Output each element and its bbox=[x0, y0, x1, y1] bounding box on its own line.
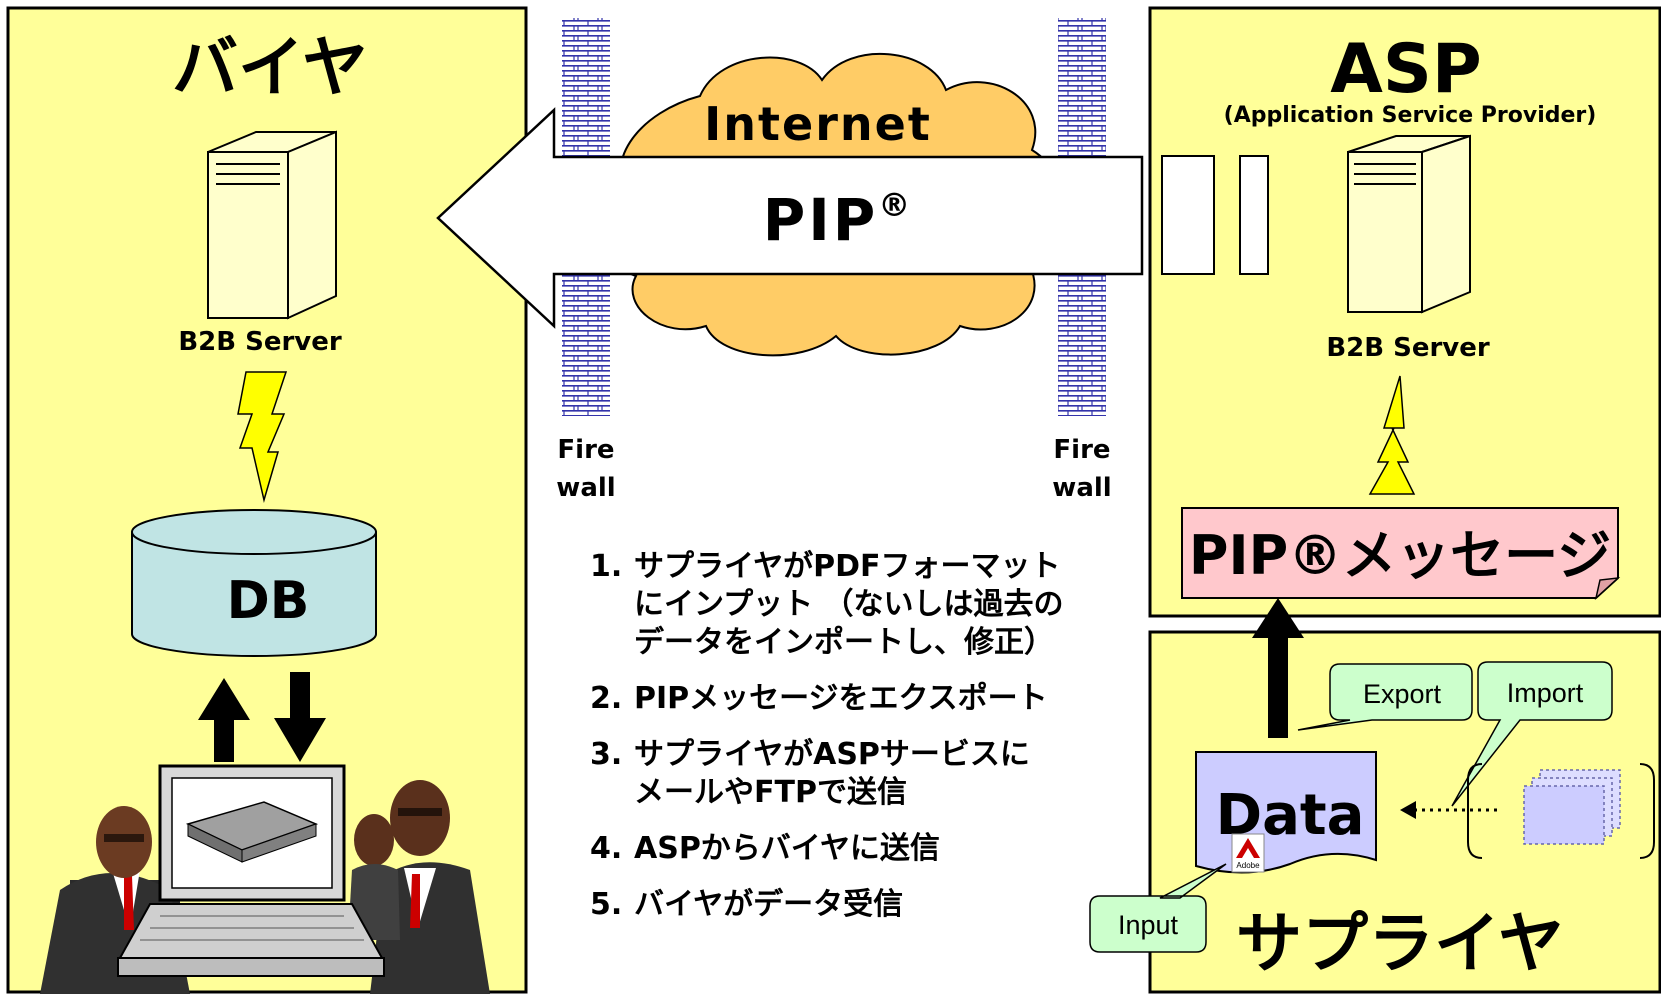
step-text: バイヤがデータ受信 bbox=[634, 887, 904, 922]
adobe-label: Adobe bbox=[1236, 861, 1260, 870]
db-label: DB bbox=[227, 571, 310, 631]
step-1: 1. サプライヤがPDFフォーマット にインプット （ないしは過去の データをイ… bbox=[590, 548, 1110, 662]
asp-server-icon bbox=[1347, 134, 1471, 314]
pip-arrow bbox=[436, 107, 1144, 329]
lightning-icon bbox=[1368, 375, 1416, 495]
asp-panel-bar-2 bbox=[1239, 155, 1269, 275]
database-icon bbox=[131, 509, 377, 657]
laptop-people-illustration bbox=[40, 764, 490, 994]
step-number: 3. bbox=[590, 737, 623, 772]
pip-arrow-label: PIP® bbox=[763, 186, 914, 254]
process-steps: 1. サプライヤがPDFフォーマット にインプット （ないしは過去の データをイ… bbox=[590, 548, 1110, 942]
arrow-up-icon bbox=[1252, 598, 1304, 738]
step-text: サプライヤがASPサービスに メールやFTPで送信 bbox=[634, 737, 1030, 810]
asp-panel-bar-1 bbox=[1161, 155, 1215, 275]
import-callout bbox=[1451, 661, 1613, 807]
step-number: 2. bbox=[590, 681, 623, 716]
step-text: PIPメッセージをエクスポート bbox=[634, 681, 1048, 716]
asp-subtitle: (Application Service Provider) bbox=[1224, 103, 1597, 128]
stacked-documents-icon bbox=[1467, 763, 1655, 859]
step-number: 1. bbox=[590, 549, 623, 584]
step-5: 5. バイヤがデータ受信 bbox=[590, 886, 1110, 924]
supplier-title: サプライヤ bbox=[1236, 905, 1564, 982]
step-number: 4. bbox=[590, 831, 623, 866]
arrow-up-icon bbox=[198, 678, 250, 762]
asp-server-label: B2B Server bbox=[1326, 333, 1490, 363]
input-callout bbox=[1089, 863, 1227, 953]
step-4: 4. ASPからバイヤに送信 bbox=[590, 830, 1110, 868]
step-text: サプライヤがPDFフォーマット にインプット （ないしは過去の データをインポー… bbox=[634, 549, 1064, 660]
import-label: Import bbox=[1507, 678, 1584, 708]
buyer-title: バイヤ bbox=[172, 29, 368, 106]
dotted-arrow bbox=[1400, 801, 1498, 819]
step-3: 3. サプライヤがASPサービスに メールやFTPで送信 bbox=[590, 736, 1110, 812]
step-2: 2. PIPメッセージをエクスポート bbox=[590, 680, 1110, 718]
step-number: 5. bbox=[590, 887, 623, 922]
pip-message-box bbox=[1181, 507, 1621, 601]
step-text: ASPからバイヤに送信 bbox=[634, 831, 940, 866]
lightning-icon bbox=[237, 371, 288, 503]
pip-message-label: PIP®メッセージ bbox=[1189, 524, 1611, 587]
internet-label: Internet bbox=[704, 97, 932, 151]
buyer-server-label: B2B Server bbox=[178, 327, 342, 357]
asp-title: ASP bbox=[1330, 30, 1481, 109]
input-label: Input bbox=[1118, 910, 1179, 940]
arrow-down-icon bbox=[274, 672, 326, 762]
export-callout bbox=[1297, 663, 1473, 731]
adobe-icon: Adobe bbox=[1231, 833, 1265, 873]
export-label: Export bbox=[1363, 679, 1442, 709]
buyer-server-icon bbox=[207, 130, 337, 320]
